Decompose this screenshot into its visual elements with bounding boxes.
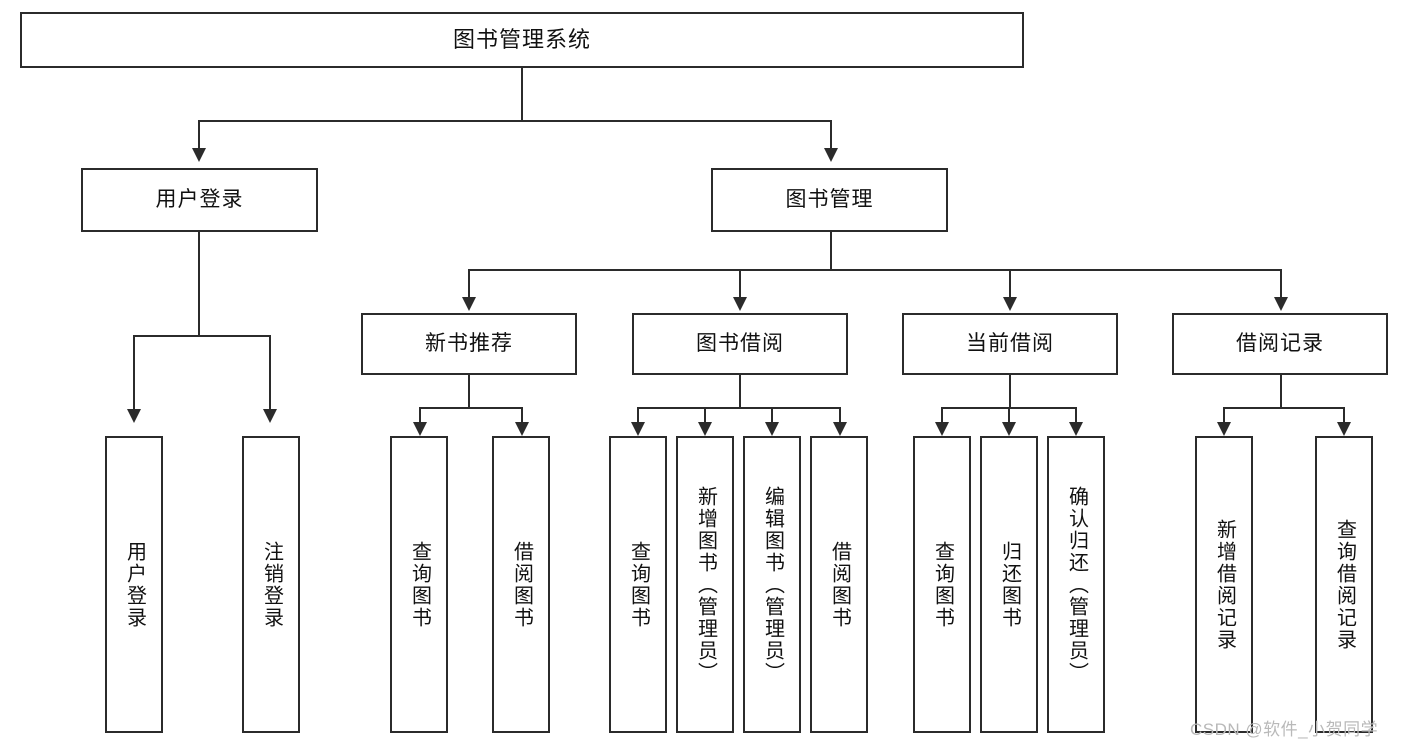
edge-borrow-record-bus (1223, 407, 1343, 409)
node-book-management[interactable]: 图书管理 (711, 168, 948, 232)
arrowhead-br-leaf-2 (1337, 422, 1351, 436)
node-label: 归还图书 (998, 540, 1021, 629)
leaf-add-borrow-record[interactable]: 新增借阅记录 (1195, 436, 1253, 733)
edge-root-to-user-login (198, 120, 200, 150)
arrowhead-book-borrow (733, 297, 747, 311)
edge-bb-to-leaf-2 (704, 407, 706, 425)
arrowhead-nb-leaf-2 (515, 422, 529, 436)
node-label: 查询借阅记录 (1333, 518, 1356, 651)
node-label: 注销登录 (260, 540, 283, 629)
edge-bm-to-current-borrow (1009, 269, 1011, 299)
edge-bb-to-leaf-3 (771, 407, 773, 425)
node-label: 查询图书 (931, 540, 954, 629)
edge-bb-to-leaf-4 (839, 407, 841, 425)
edge-bb-to-leaf-1 (637, 407, 639, 425)
edge-bm-to-book-borrow (739, 269, 741, 299)
node-label: 确认归还（管理员） (1065, 485, 1088, 684)
edge-user-login-to-leaf-2 (269, 335, 271, 411)
node-new-book-recommend[interactable]: 新书推荐 (361, 313, 577, 375)
arrowhead-cb-leaf-3 (1069, 422, 1083, 436)
leaf-borrow-book-recommend[interactable]: 借阅图书 (492, 436, 550, 733)
edge-book-borrow-stem (739, 375, 741, 408)
edge-book-management-bus (468, 269, 1282, 271)
edge-current-borrow-stem (1009, 375, 1011, 408)
node-root-book-management-system[interactable]: 图书管理系统 (20, 12, 1024, 68)
node-label: 当前借阅 (966, 332, 1054, 356)
arrowhead-cb-leaf-1 (935, 422, 949, 436)
node-user-login[interactable]: 用户登录 (81, 168, 318, 232)
node-label: 图书借阅 (696, 332, 784, 356)
arrowhead-cb-leaf-2 (1002, 422, 1016, 436)
node-label: 新书推荐 (425, 332, 513, 356)
arrowhead-current-borrow (1003, 297, 1017, 311)
node-current-borrow[interactable]: 当前借阅 (902, 313, 1118, 375)
edge-cb-to-leaf-3 (1075, 407, 1077, 425)
edge-br-to-leaf-2 (1343, 407, 1345, 425)
node-label: 编辑图书（管理员） (761, 485, 784, 684)
leaf-borrow-book[interactable]: 借阅图书 (810, 436, 868, 733)
edge-new-book-to-leaf-2 (521, 407, 523, 425)
arrowhead-book-management (824, 148, 838, 162)
arrowhead-leaf-logout (263, 409, 277, 423)
leaf-query-book-borrow[interactable]: 查询图书 (609, 436, 667, 733)
node-label: 用户登录 (155, 188, 244, 212)
leaf-user-login[interactable]: 用户登录 (105, 436, 163, 733)
leaf-logout[interactable]: 注销登录 (242, 436, 300, 733)
edge-book-management-stem (830, 232, 832, 270)
arrowhead-nb-leaf-1 (413, 422, 427, 436)
leaf-query-borrow-record[interactable]: 查询借阅记录 (1315, 436, 1373, 733)
edge-new-book-to-leaf-1 (419, 407, 421, 425)
node-label: 用户登录 (123, 540, 146, 629)
edge-bm-to-new-book (468, 269, 470, 299)
arrowhead-user-login (192, 148, 206, 162)
edge-br-to-leaf-1 (1223, 407, 1225, 425)
node-book-borrow[interactable]: 图书借阅 (632, 313, 848, 375)
node-label: 借阅图书 (510, 540, 533, 629)
node-label: 查询图书 (408, 540, 431, 629)
leaf-return-book[interactable]: 归还图书 (980, 436, 1038, 733)
watermark-csdn: CSDN @软件_小贺同学 (1190, 720, 1379, 739)
arrowhead-bb-leaf-3 (765, 422, 779, 436)
node-label: 借阅记录 (1236, 332, 1324, 356)
leaf-edit-book-admin[interactable]: 编辑图书（管理员） (743, 436, 801, 733)
node-label: 图书管理 (785, 188, 874, 212)
leaf-query-book-recommend[interactable]: 查询图书 (390, 436, 448, 733)
edge-root-bus (198, 120, 832, 122)
node-borrow-record[interactable]: 借阅记录 (1172, 313, 1388, 375)
leaf-confirm-return-admin[interactable]: 确认归还（管理员） (1047, 436, 1105, 733)
node-label: 查询图书 (627, 540, 650, 629)
edge-root-stem (521, 68, 523, 121)
edge-user-login-bus (133, 335, 270, 337)
edge-user-login-stem (198, 232, 200, 336)
edge-book-borrow-bus (637, 407, 841, 409)
edge-new-book-stem (468, 375, 470, 408)
node-label: 图书管理系统 (452, 26, 591, 52)
arrowhead-bb-leaf-1 (631, 422, 645, 436)
edge-bm-to-borrow-record (1280, 269, 1282, 299)
arrowhead-new-book-recommend (462, 297, 476, 311)
arrowhead-leaf-user-login (127, 409, 141, 423)
edge-borrow-record-stem (1280, 375, 1282, 408)
arrowhead-borrow-record (1274, 297, 1288, 311)
node-label: 借阅图书 (828, 540, 851, 629)
arrowhead-br-leaf-1 (1217, 422, 1231, 436)
node-label: 新增借阅记录 (1213, 518, 1236, 651)
edge-new-book-bus (419, 407, 523, 409)
arrowhead-bb-leaf-2 (698, 422, 712, 436)
arrowhead-bb-leaf-4 (833, 422, 847, 436)
edge-cb-to-leaf-2 (1008, 407, 1010, 425)
edge-root-to-book-management (830, 120, 832, 150)
edge-cb-to-leaf-1 (941, 407, 943, 425)
node-label: 新增图书（管理员） (694, 485, 717, 684)
edge-user-login-to-leaf-1 (133, 335, 135, 411)
leaf-add-book-admin[interactable]: 新增图书（管理员） (676, 436, 734, 733)
leaf-query-book-current[interactable]: 查询图书 (913, 436, 971, 733)
